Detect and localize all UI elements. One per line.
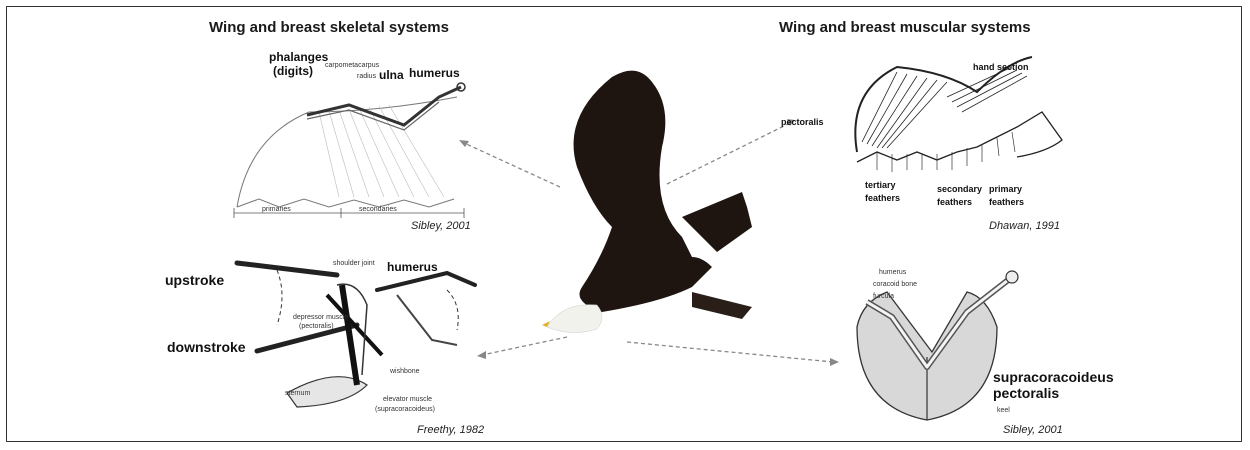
- muscle-wing-citation: Dhawan, 1991: [989, 220, 1060, 232]
- secondary-feathers-label: secondary feathers: [937, 183, 982, 209]
- breast-muscle-panel: humerus coracoid bone furcula supracorac…: [7, 7, 8, 8]
- breast-muscle-citation: Sibley, 2001: [1003, 424, 1063, 436]
- pectoralis-breast-label: pectoralis: [993, 387, 1059, 400]
- furcula-label: furcula: [873, 290, 894, 303]
- tertiary-feathers-label: tertiary feathers: [865, 179, 900, 205]
- hand-section-label: hand section: [973, 61, 1029, 74]
- figure-frame: Wing and breast skeletal systems Wing an…: [6, 6, 1242, 442]
- pectoralis-wing-label: pectoralis: [781, 116, 824, 129]
- primary-feathers-label: primary feathers: [989, 183, 1024, 209]
- keel-label: keel: [997, 404, 1010, 417]
- supracoracoideus-breast-label: supracoracoideus: [993, 371, 1114, 384]
